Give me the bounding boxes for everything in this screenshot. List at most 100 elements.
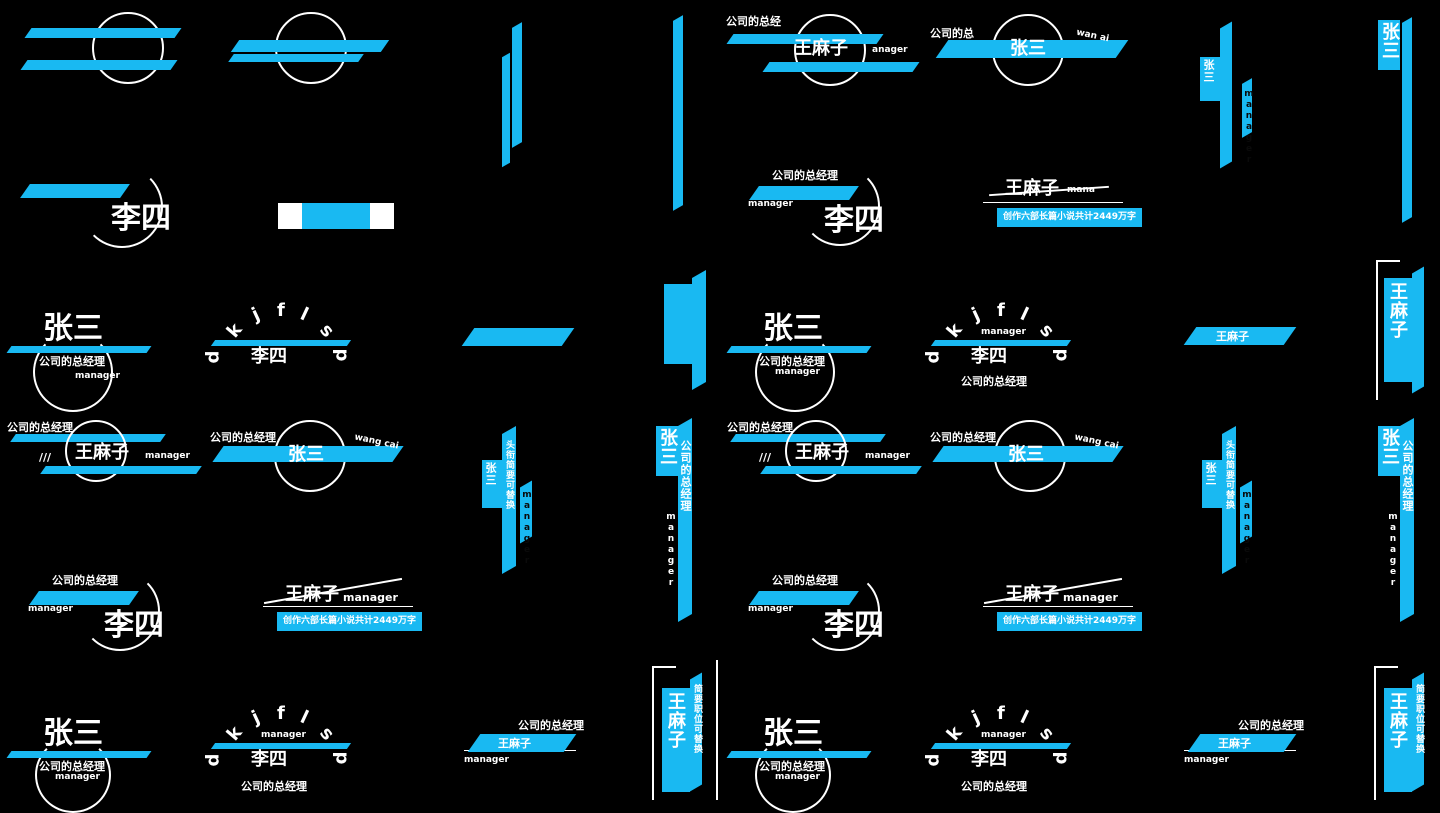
arc-letter: l (297, 706, 312, 729)
box-left (278, 203, 302, 229)
subtitle-text: manager (522, 490, 532, 567)
ring-ornament (80, 571, 160, 651)
title-template-zhang-2: 张三 公司的总经理 manager (5, 310, 155, 412)
subtitle-text: manager (1388, 512, 1398, 589)
arc-letter: l (1017, 303, 1032, 326)
title-template-zhang-3: 张三 公司的总经理 manager (725, 310, 875, 412)
arc-letter: d (922, 753, 944, 767)
title-bar (6, 751, 152, 758)
arc-letter: k (942, 319, 967, 343)
subtitle-text: manager (865, 451, 910, 461)
arc-letter: p (331, 348, 353, 362)
title-bar (749, 591, 859, 605)
divider-line (983, 202, 1123, 203)
title-template-wang-1: 公司的总经 王麻子 anager (722, 10, 922, 90)
ring-ornament (33, 332, 113, 412)
vertical-bar-side (692, 269, 706, 391)
arc-letter: f (277, 300, 285, 321)
ring-ornament (800, 166, 880, 246)
frame-line-top (1374, 666, 1398, 668)
job-title-text: 公司的总经理 (7, 421, 73, 434)
vertical-bar-main (512, 22, 522, 148)
title-template-wang-2: 公司的总经理 /// 王麻子 manager (5, 418, 205, 482)
title-template-zhang-7: 张三 公司的总经理 manager (725, 715, 875, 813)
title-bar (20, 184, 130, 198)
vertical-template-4: 张三 (1376, 10, 1416, 223)
name-text: 李四 (251, 749, 287, 770)
arc-letter: f (997, 703, 1005, 724)
title-template-zhang-1: 公司的总 张三 wan ai (928, 10, 1138, 90)
bio-chip: 创作六部长篇小说共计2449万字 (997, 208, 1143, 227)
arc-letter: k (222, 722, 247, 746)
title-template-li-arc-1: d k j f l s p 李四 (202, 300, 355, 380)
arc-letter: s (1035, 722, 1059, 745)
name-text: 王麻子 (665, 692, 686, 749)
title-template-li-arc-4: d k j f l s p manager 李四 公司的总经理 (922, 703, 1075, 798)
vertical-label: 简要职位可替换 (1414, 684, 1424, 754)
job-title-text: 公司的总经理 (772, 169, 838, 182)
title-template-bar-only (458, 328, 578, 348)
arc-letter: s (315, 319, 339, 342)
name-text: 王麻子 (1218, 737, 1251, 750)
subtitle-text: manager (75, 371, 120, 381)
job-title-text: 公司的总经理 (930, 431, 996, 444)
arc-letter: p (1051, 348, 1073, 362)
name-text: 王麻子 (795, 442, 849, 463)
ring-ornament (92, 12, 164, 84)
job-title-text: 公司的总经理 (52, 574, 118, 587)
vertical-bar-main (1402, 17, 1412, 223)
sheet-divider (716, 660, 718, 800)
name-text: 李四 (251, 346, 287, 367)
vertical-template-2 (665, 8, 690, 218)
vertical-template-10: 张三 公司的总经理 manager (1376, 412, 1420, 623)
name-text: 李四 (111, 201, 171, 236)
title-template-zhang-4: 公司的总经理 张三 wang cai (208, 418, 408, 498)
arc-letter: k (222, 319, 247, 343)
name-text: 王麻子 (1005, 584, 1059, 605)
subtitle-text: manager (343, 591, 398, 604)
name-text: 李四 (971, 346, 1007, 367)
vertical-bar-side (502, 52, 510, 168)
vertical-template-9: 张三 头衔简要可替换 manager (1198, 420, 1258, 580)
title-bar-bottom (20, 60, 178, 70)
subtitle-text: manager (666, 512, 676, 589)
subtitle-text: manager (748, 604, 793, 614)
title-template-wang-3: 公司的总经理 /// 王麻子 manager (725, 418, 925, 482)
arc-letter: l (1017, 706, 1032, 729)
name-chip: 张三 (656, 426, 678, 476)
subtitle-text: manager (981, 730, 1026, 740)
title-bar (6, 346, 152, 353)
frame-line-left (1374, 666, 1376, 800)
vertical-template-12: 王麻子 简要职位可替换 (1372, 664, 1432, 804)
subtitle-text: manager (1242, 490, 1252, 567)
job-title-text: 公司的总经理 (961, 780, 1027, 793)
bio-chip: 创作六部长篇小说共计2449万字 (997, 612, 1143, 631)
job-title-text: 公司的总经理 (1238, 719, 1304, 732)
arc-letter: f (997, 300, 1005, 321)
ring-ornament (785, 420, 847, 482)
vertical-template-6: 王麻子 (1374, 258, 1434, 408)
name-text: 王麻子 (498, 737, 531, 750)
title-template-li-2: 公司的总经理 manager 李四 (742, 160, 902, 250)
name-text: 张三 (288, 444, 324, 465)
ring-ornament (794, 14, 866, 86)
job-title-text: 公司的总经理 (39, 355, 105, 368)
arc-letter: p (331, 751, 353, 765)
subtitle-text: manager (748, 199, 793, 209)
vertical-bar-main (673, 15, 683, 211)
name-text: 王麻子 (1216, 330, 1249, 343)
subtitle-text: anager (872, 45, 908, 55)
subtitle-text: manager (1063, 591, 1118, 604)
vertical-bar-side (1412, 266, 1424, 394)
name-text: 王麻子 (1387, 282, 1408, 339)
arc-letter: k (942, 722, 967, 746)
name-text: 王麻子 (1005, 178, 1059, 199)
subtitle-text: manager (464, 755, 509, 765)
bio-text: 创作六部长篇小说共计2449万字 (283, 616, 417, 626)
arc-letter: l (297, 303, 312, 326)
vertical-bar-main (1220, 21, 1232, 169)
ring-ornament (65, 420, 127, 482)
name-text: 张三 (1204, 462, 1217, 486)
subtitle-text: manager (145, 451, 190, 461)
name-text: 张三 (43, 716, 103, 751)
